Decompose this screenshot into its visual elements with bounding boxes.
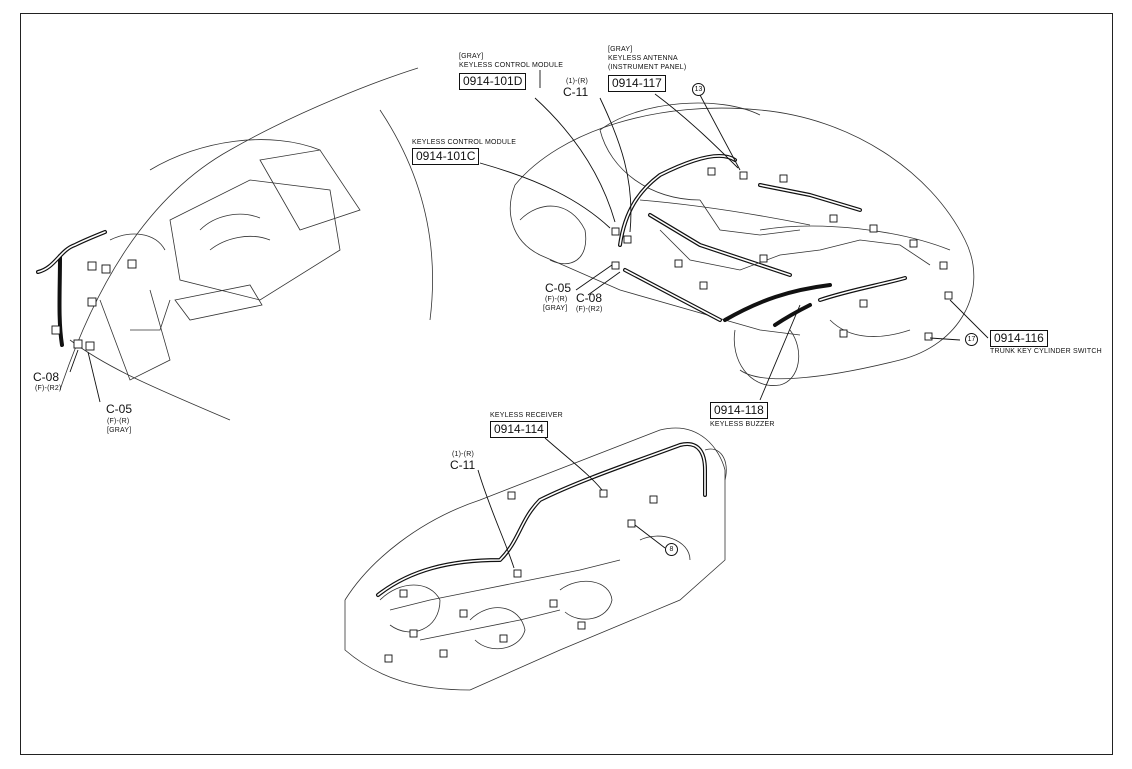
- interior-view: [36, 67, 433, 421]
- marker-17: 17: [965, 333, 978, 346]
- antenna-sublabel: (INSTRUMENT PANEL): [608, 64, 687, 71]
- kcm-c-code: 0914-101C: [412, 148, 480, 165]
- marker-8: 8: [665, 543, 678, 556]
- receiver-label: KEYLESS RECEIVER: [490, 412, 563, 419]
- car-c08-spec: (F)-(R2): [576, 306, 603, 313]
- diagram-frame: [20, 13, 1113, 755]
- buzzer-code: 0914-118: [710, 402, 768, 419]
- car-c08-code: C-08: [576, 291, 603, 305]
- left-c05-note: [GRAY]: [107, 427, 132, 434]
- car-c05-code: C-05: [545, 281, 572, 295]
- left-c08-code: C-08: [33, 370, 60, 384]
- antenna-code: 0914-117: [608, 75, 666, 92]
- car-c11-spec: (1)-(R): [566, 78, 589, 85]
- buzzer-label: KEYLESS BUZZER: [710, 421, 775, 428]
- antenna-label: KEYLESS ANTENNA: [608, 55, 678, 62]
- car-c05-note: [GRAY]: [543, 305, 568, 312]
- kcm-c-label: KEYLESS CONTROL MODULE: [412, 139, 517, 146]
- left-c05-spec: (F)-(R): [107, 418, 130, 425]
- kcm-d-note: [GRAY]: [459, 53, 484, 60]
- trunk-switch-label: TRUNK KEY CYLINDER SWITCH: [990, 348, 1102, 355]
- dash-c11-spec: (1)-(R): [452, 451, 475, 458]
- marker-13: 13: [692, 83, 705, 96]
- kcm-d-label: KEYLESS CONTROL MODULE: [459, 62, 564, 69]
- kcm-d-code: 0914-101D: [459, 73, 527, 90]
- left-c08-spec: (F)-(R2): [35, 385, 62, 392]
- left-c05-code: C-05: [106, 402, 133, 416]
- car-c11-code: C-11: [563, 85, 589, 99]
- car-c05-spec: (F)-(R): [545, 296, 568, 303]
- antenna-note: [GRAY]: [608, 46, 633, 53]
- vehicle-view: [479, 70, 989, 401]
- receiver-code: 0914-114: [490, 421, 548, 438]
- instrument-panel-view: [344, 427, 727, 691]
- trunk-switch-code: 0914-116: [990, 330, 1048, 347]
- dash-c11-code: C-11: [450, 458, 476, 472]
